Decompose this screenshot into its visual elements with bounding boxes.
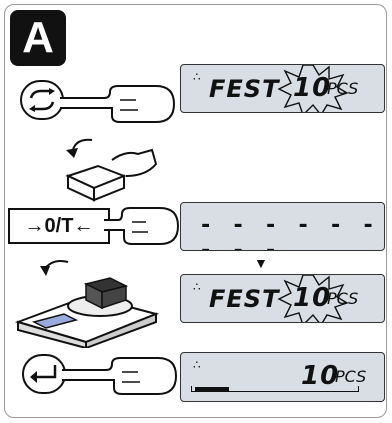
bargraph-tick xyxy=(358,386,359,392)
display-value: 10 xyxy=(301,361,340,391)
display-text: FEST xyxy=(209,285,280,313)
flash-burst-icon xyxy=(277,65,349,112)
toggle-key[interactable] xyxy=(20,80,64,120)
display-value: 10 xyxy=(293,73,332,103)
zero-tare-key[interactable]: →0/T← xyxy=(8,208,110,244)
lcd-display-4: ∴ 10 PCS xyxy=(180,352,385,402)
enter-arrow-icon xyxy=(30,365,57,383)
lcd-display-3: ∴ FEST 10 PCS xyxy=(180,274,385,323)
display-dashes: - - - - - - - - - xyxy=(199,213,378,251)
lcd-display-1: ∴ FEST 10 PCS xyxy=(180,64,385,113)
display-text: FEST xyxy=(209,75,280,103)
pointing-hand-icon xyxy=(60,85,176,123)
pointing-hand-icon xyxy=(62,357,178,395)
display-unit: PCS xyxy=(335,367,367,386)
step-label: A xyxy=(10,10,66,66)
toggle-arrows-icon xyxy=(29,88,55,112)
bargraph-fill xyxy=(195,387,229,391)
pointing-hand-icon xyxy=(104,207,180,245)
container-icon xyxy=(65,138,158,202)
bargraph-scale xyxy=(191,391,359,392)
balance-icon xyxy=(14,260,160,348)
stability-icon: ∴ xyxy=(193,358,201,372)
enter-key[interactable] xyxy=(22,354,66,394)
down-triangle-icon: ▼ xyxy=(254,255,268,271)
stability-icon: ∴ xyxy=(193,70,201,84)
bargraph-tick xyxy=(191,386,192,392)
display-unit: PCS xyxy=(327,289,359,308)
stability-icon: ∴ xyxy=(193,280,201,294)
display-unit: PCS xyxy=(327,79,359,98)
flash-burst-icon xyxy=(277,275,349,322)
display-value: 10 xyxy=(293,283,332,313)
lcd-display-2: - - - - - - - - - xyxy=(180,202,385,251)
